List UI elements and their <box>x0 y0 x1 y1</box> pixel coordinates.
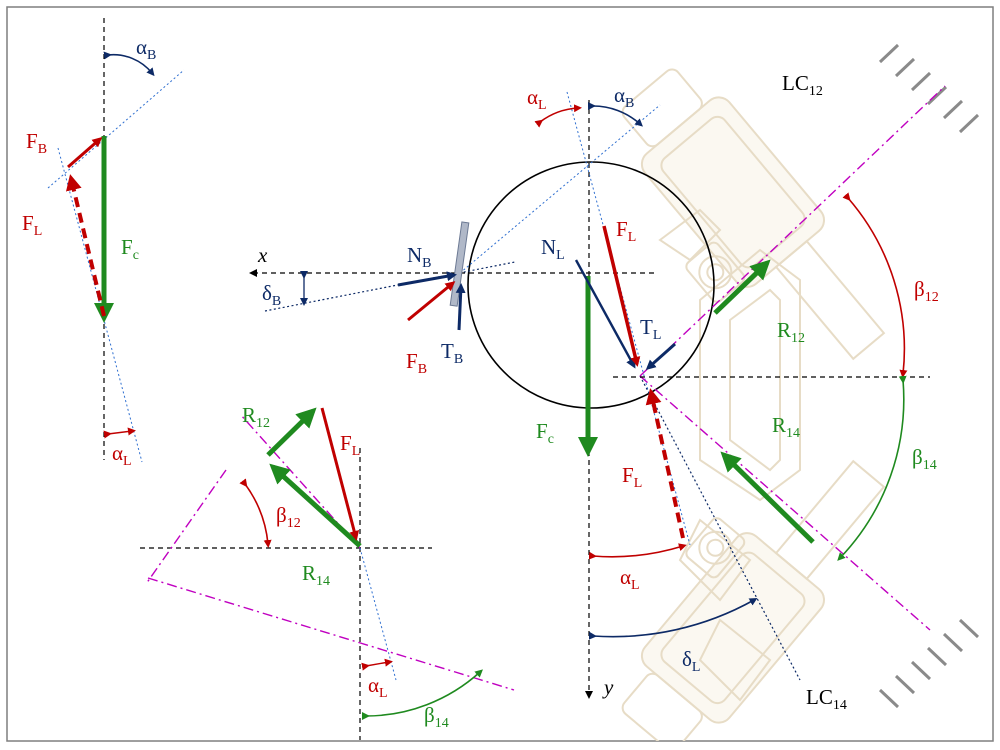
r14-force-arrow-center <box>720 451 815 544</box>
r14-label-bottom: R14 <box>302 561 330 589</box>
alpha-b-label-top: αB <box>614 83 634 111</box>
alpha-l-label-center: αL <box>620 565 640 593</box>
fl-label-center: FL <box>616 217 636 245</box>
r12-label-bottom: R12 <box>242 403 270 431</box>
disk-free-body: x y δB NB FB TB αL αB Fc NL <box>249 71 946 713</box>
delta-l-angle-arc <box>588 598 758 640</box>
alpha-l-angle-marker <box>103 427 136 439</box>
fl-reaction-dashed-arrow <box>645 388 685 539</box>
force-polygon-top-left: αB FB FL Fc αL <box>22 18 185 469</box>
fb-force-arrow-center <box>407 281 456 322</box>
nb-label: NB <box>407 243 432 271</box>
beta-12-angle-arc-center <box>842 192 908 378</box>
fl-force-dashed-arrow <box>66 174 106 317</box>
beta-14-label-center: β14 <box>912 445 937 473</box>
beta-12-label-center: β12 <box>914 277 939 305</box>
lc14-label: LC14 <box>806 685 847 713</box>
nl-label: NL <box>541 235 565 263</box>
fl-label-bottom: FL <box>340 431 360 459</box>
r12-force-arrow <box>266 407 317 457</box>
fl-label-dashed: FL <box>622 463 642 491</box>
alpha-b-angle-arc-top <box>587 102 643 127</box>
beta-14-label-bottom: β14 <box>424 703 449 731</box>
r14-label-center: R14 <box>772 413 800 441</box>
alpha-l-angle-marker-bottom <box>361 658 393 671</box>
beta-12-label-bottom: β12 <box>276 503 301 531</box>
fc-label: Fc <box>121 235 139 263</box>
alpha-l-label: αL <box>112 441 132 469</box>
alpha-l-angle-arc-top <box>534 104 582 128</box>
r14-force-arrow <box>269 463 362 548</box>
tl-force-arrow <box>645 342 676 370</box>
alpha-l-label-bottom: αL <box>368 673 388 701</box>
tb-force-arrow <box>455 283 466 331</box>
beta-12-angle-arc <box>239 478 272 548</box>
disk-circle <box>467 161 715 409</box>
lc12-label: LC12 <box>782 71 823 99</box>
delta-b-label: δB <box>262 281 281 309</box>
support-hatch-bottom <box>878 618 980 709</box>
fl-force-arrow-bottom <box>320 407 360 541</box>
beta-14-angle-arc-center <box>837 375 907 561</box>
fb-label: FB <box>26 129 47 157</box>
fb-force-arrow <box>67 137 103 169</box>
beta-14-angle-arc <box>361 669 483 721</box>
alpha-b-angle-arc <box>103 51 155 77</box>
tb-label: TB <box>441 339 463 367</box>
fl-label: FL <box>22 211 42 239</box>
force-polygon-bottom-left: R12 FL β12 R14 αL β14 <box>140 403 515 740</box>
delta-l-label: δL <box>682 647 700 675</box>
alpha-b-label: αB <box>136 35 156 63</box>
r12-label-center: R12 <box>777 318 805 346</box>
nb-force-arrow <box>397 271 457 287</box>
x-axis-label: x <box>257 243 268 267</box>
support-hatch-top <box>878 43 980 134</box>
y-axis-label: y <box>602 675 614 699</box>
figure-frame <box>6 6 994 742</box>
nl-force-arrow <box>574 259 636 369</box>
fl-force-arrow-center <box>602 225 641 367</box>
fb-label-center: FB <box>406 349 427 377</box>
alpha-l-angle-arc-center <box>588 543 687 560</box>
tl-label: TL <box>640 315 661 343</box>
alpha-l-label-top: αL <box>527 85 547 113</box>
r12-force-arrow-center <box>713 259 771 315</box>
fc-label-center: Fc <box>536 419 554 447</box>
